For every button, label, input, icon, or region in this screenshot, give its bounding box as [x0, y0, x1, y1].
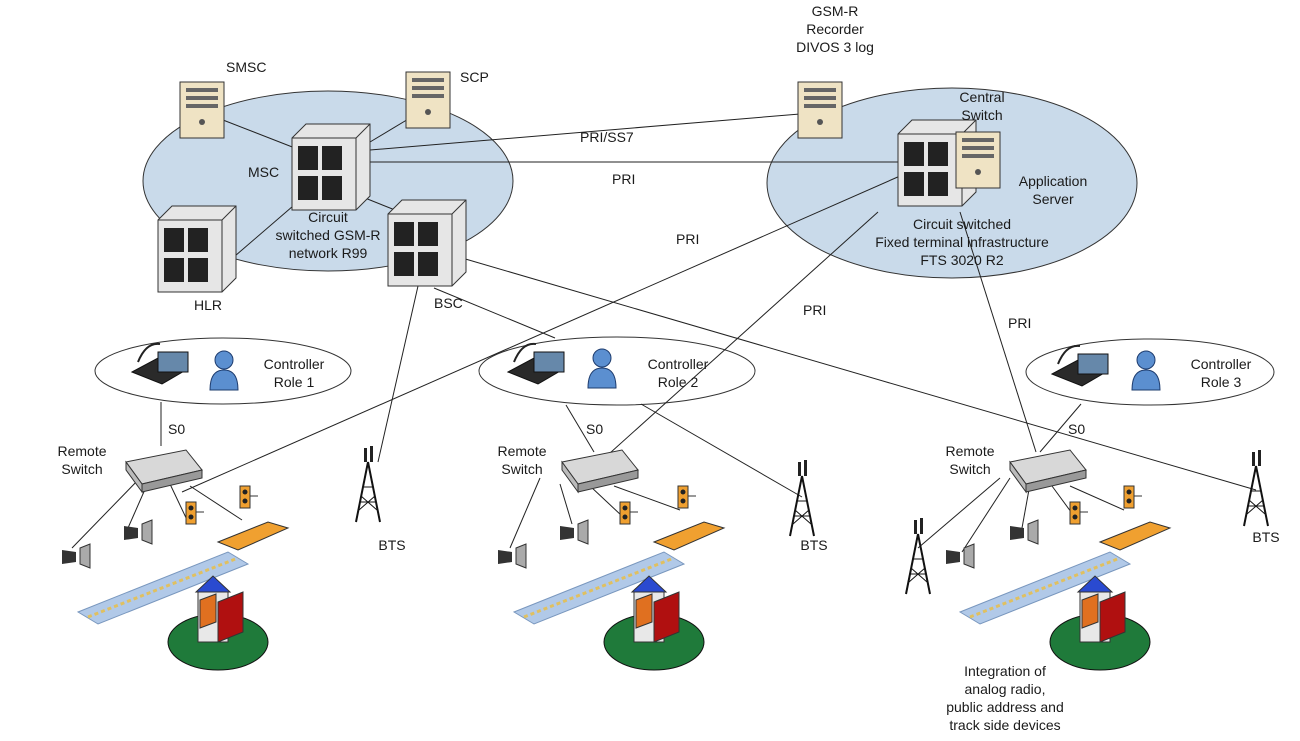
remote-switch-2-label-line-1: Remote [497, 443, 546, 459]
remote-switch-2-label-line-2: Switch [501, 461, 542, 477]
rail-station-scene-3-icon [958, 520, 1172, 672]
controller-1-label-line-1: Controller [264, 356, 325, 372]
bts-2-tower-icon [789, 459, 815, 537]
remote-switch-3-label-line-1: Remote [945, 443, 994, 459]
application-server-label-line-1: Application [1019, 173, 1088, 189]
recorder-server-icon [797, 81, 843, 139]
speaker-icon [497, 543, 527, 569]
bts-1-tower-icon [355, 445, 381, 523]
pri-link-label: PRI [1008, 315, 1031, 331]
remote-switch-3-icon [1009, 449, 1087, 493]
bsc-switch-icon [387, 199, 467, 287]
scp-server-icon [405, 71, 451, 129]
speaker-icon [559, 519, 589, 545]
s0-label: S0 [168, 421, 185, 437]
fts-label-line-3: FTS 3020 R2 [920, 252, 1003, 268]
pri-link-label: PRI [676, 231, 699, 247]
integration-note-line-4: track side devices [949, 717, 1060, 733]
fts-label-line-2: Fixed terminal infrastructure [875, 234, 1049, 250]
signal-icon [677, 485, 697, 509]
integration-note-line-2: analog radio, [965, 681, 1046, 697]
gsm-network-label-line-3: network R99 [289, 245, 368, 261]
controller-2-label-line-1: Controller [648, 356, 709, 372]
smsc-server-icon [179, 81, 225, 139]
smsc-label: SMSC [226, 59, 266, 75]
signal-icon [185, 501, 205, 525]
remote-switch-1-label-line-1: Remote [57, 443, 106, 459]
scp-label: SCP [460, 69, 489, 85]
msc-switch-icon [291, 123, 371, 211]
gsm-network-label-line-2: switched GSM-R [275, 227, 380, 243]
integration-note-line-3: public address and [946, 699, 1064, 715]
speaker-icon [1009, 519, 1039, 545]
bts-3-label: BTS [1252, 529, 1279, 545]
s0-label: S0 [586, 421, 603, 437]
bts-2-label: BTS [800, 537, 827, 553]
remote-switch-2-icon [561, 449, 639, 493]
gsm-network-label-line-1: Circuit [308, 209, 348, 225]
remote-switch-3-label-line-2: Switch [949, 461, 990, 477]
recorder-label-line-1: GSM-R [812, 3, 859, 19]
speaker-icon [945, 543, 975, 569]
remote-switch-1-label-line-2: Switch [61, 461, 102, 477]
pri-link-label: PRI [612, 171, 635, 187]
integration-note-line-1: Integration of [964, 663, 1046, 679]
application-server-icon [955, 131, 1001, 189]
controller-1-label-line-2: Role 1 [274, 374, 315, 390]
signal-icon [1123, 485, 1143, 509]
msc-label: MSC [248, 164, 279, 180]
speaker-icon [61, 543, 91, 569]
central-switch-label-line-2: Switch [961, 107, 1002, 123]
controller-3-label-line-1: Controller [1191, 356, 1252, 372]
rail-station-scene-1-icon [76, 520, 290, 672]
recorder-label-line-2: Recorder [806, 21, 864, 37]
pri-link-label: PRI [803, 302, 826, 318]
application-server-label-line-2: Server [1032, 191, 1074, 207]
remote-switch-1-icon [125, 449, 203, 493]
bsc-label: BSC [434, 295, 463, 311]
analog-radio-tower-icon [905, 517, 931, 595]
connection-lines [71, 113, 1257, 553]
central-switch-label-line-1: Central [959, 89, 1004, 105]
recorder-label-line-3: DIVOS 3 log [796, 39, 874, 55]
s0-label: S0 [1068, 421, 1085, 437]
signal-icon [619, 501, 639, 525]
fts-label-line-1: Circuit switched [913, 216, 1011, 232]
hlr-switch-icon [157, 205, 237, 293]
bts-1-label: BTS [378, 537, 405, 553]
controller-3-label-line-2: Role 3 [1201, 374, 1242, 390]
hlr-label: HLR [194, 297, 222, 313]
speaker-icon [123, 519, 153, 545]
rail-station-scene-2-icon [512, 520, 726, 672]
pri-ss7-link-label: PRI/SS7 [580, 129, 634, 145]
controller-2-label-line-2: Role 2 [658, 374, 699, 390]
signal-icon [1069, 501, 1089, 525]
signal-icon [239, 485, 259, 509]
